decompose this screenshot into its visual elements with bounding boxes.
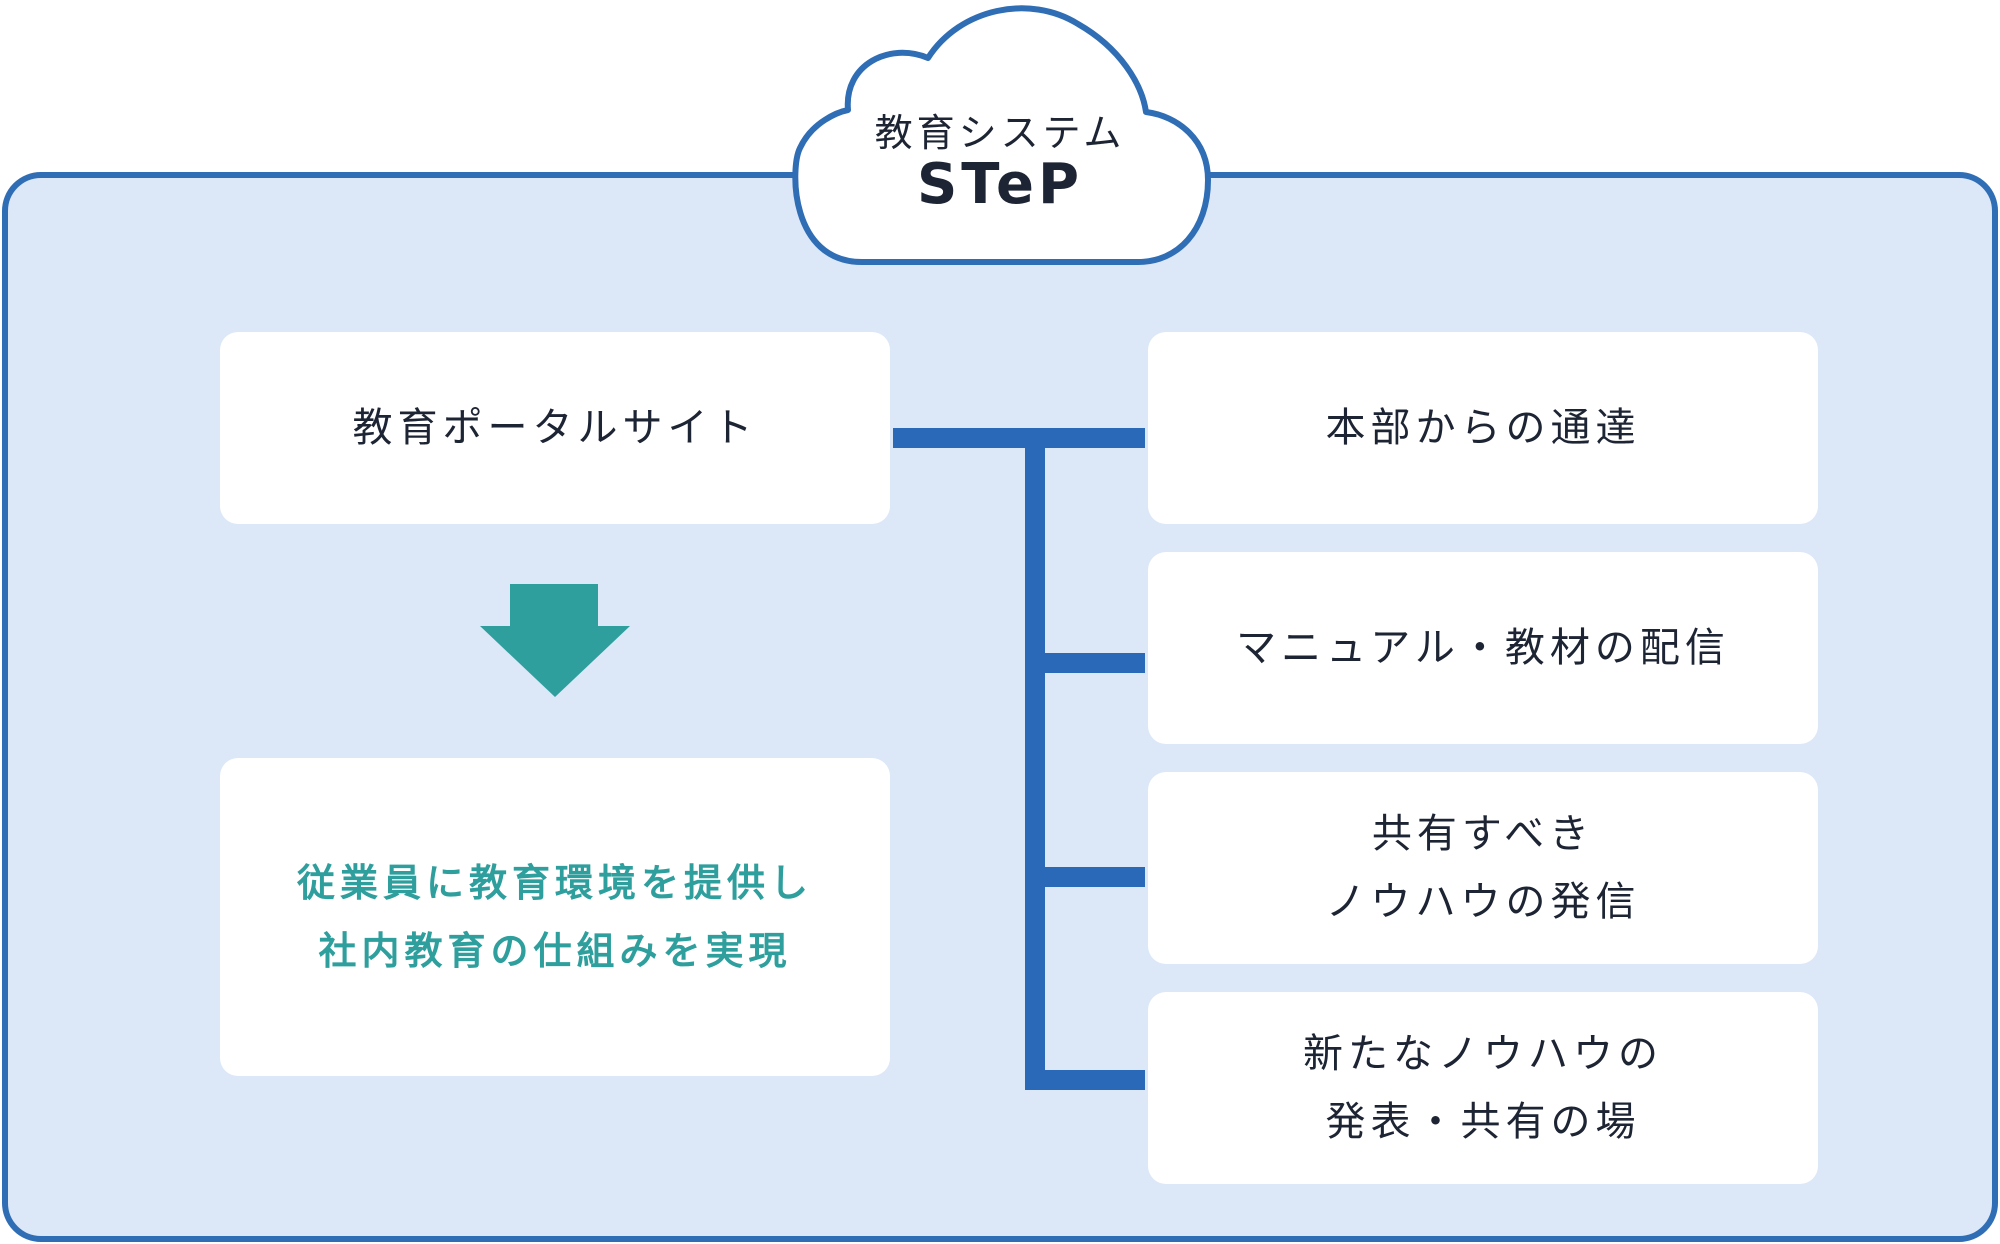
feature-line: 本部からの通達 xyxy=(1325,405,1641,451)
feature-line: 新たなノウハウの xyxy=(1303,1031,1663,1077)
connector-branch-2 xyxy=(1025,653,1145,673)
cloud-label: 教育システム xyxy=(874,111,1126,155)
cloud-title: STeP xyxy=(916,152,1084,217)
result-line-1: 従業員に教育環境を提供し xyxy=(296,861,813,905)
cloud-icon xyxy=(792,5,1211,265)
connector-branch-3 xyxy=(1025,867,1145,887)
connector-branch-4 xyxy=(1025,1070,1145,1090)
feature-line: マニュアル・教材の配信 xyxy=(1236,625,1730,671)
feature-line: 共有すべき xyxy=(1371,811,1595,857)
portal-label: 教育ポータルサイト xyxy=(352,405,758,451)
connector-branch-1 xyxy=(1025,428,1145,448)
result-line-2: 社内教育の仕組みを実現 xyxy=(318,929,792,973)
connector-trunk xyxy=(1025,428,1045,1090)
down-arrow-icon xyxy=(480,584,630,697)
feature-line: 発表・共有の場 xyxy=(1325,1099,1641,1145)
feature-box-directives: 本部からの通達 xyxy=(1148,332,1818,524)
feature-box-knowhow-presentation: 新たなノウハウの 発表・共有の場 xyxy=(1148,992,1818,1184)
feature-box-manuals: マニュアル・教材の配信 xyxy=(1148,552,1818,744)
portal-box: 教育ポータルサイト xyxy=(220,332,890,524)
feature-line: ノウハウの発信 xyxy=(1325,879,1641,925)
feature-box-knowhow-sharing: 共有すべき ノウハウの発信 xyxy=(1148,772,1818,964)
result-box: 従業員に教育環境を提供し 社内教育の仕組みを実現 xyxy=(220,758,890,1076)
connector-tree xyxy=(893,428,1145,1090)
